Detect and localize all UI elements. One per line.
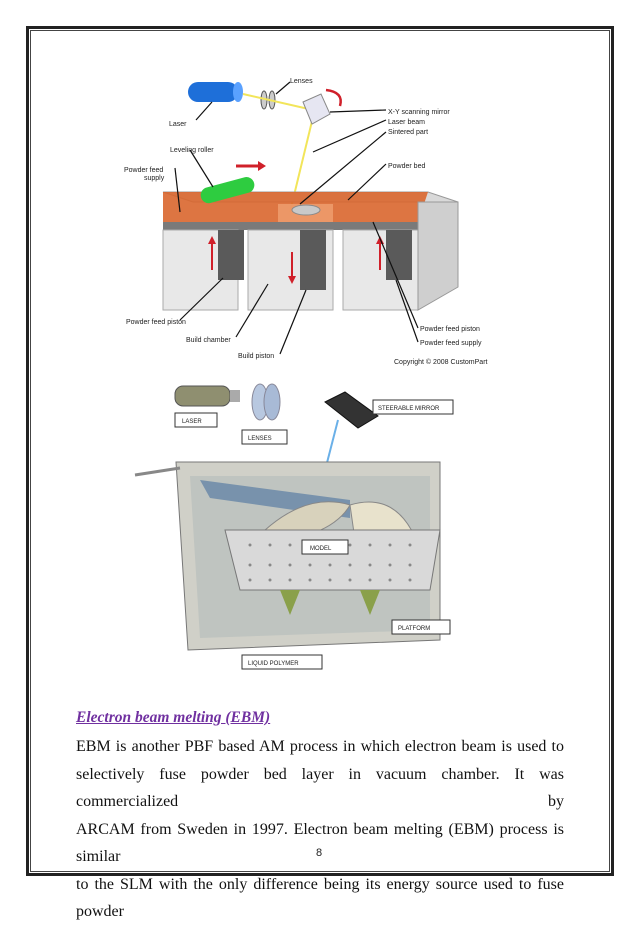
sla-diagram: LASER LENSES STEERABLE MIRROR MODEL PLAT… bbox=[130, 380, 460, 680]
label-model: MODEL bbox=[310, 546, 332, 552]
scanning-mirror-icon bbox=[302, 93, 331, 125]
page-inner-border bbox=[30, 30, 610, 872]
label-powder-feed-piston-left: Powder feed piston bbox=[126, 319, 186, 326]
label-box-platform: PLATFORM bbox=[391, 619, 451, 635]
label-powder-feed-supply-right: Powder feed supply bbox=[420, 340, 482, 347]
label-build-piston: Build piston bbox=[238, 353, 274, 360]
label-laser: Laser bbox=[169, 121, 187, 128]
label-copyright: Copyright © 2008 CustomPartNet bbox=[394, 358, 488, 366]
paragraph-line: EBM is another PBF based AM process in w… bbox=[76, 738, 564, 755]
page-number: 8 bbox=[315, 847, 323, 859]
label-box-laser: LASER bbox=[174, 412, 218, 428]
sls-diagram: Lenses Laser X-Y scanning mirror Laser b… bbox=[118, 72, 488, 372]
laser-icon bbox=[174, 385, 240, 407]
paragraph-line: selectively fuse powder bed layer in vac… bbox=[76, 765, 564, 811]
label-box-liquid-polymer: LIQUID POLYMER bbox=[241, 654, 323, 670]
label-leveling-roller: Leveling roller bbox=[170, 147, 214, 154]
label-box-model: MODEL bbox=[301, 539, 349, 555]
section-paragraph: EBM is another PBF based AM process in w… bbox=[76, 733, 564, 926]
paragraph-line: to the SLM with the only difference bein… bbox=[76, 875, 564, 921]
page-outer-border bbox=[26, 26, 614, 876]
label-liquid-polymer: LIQUID POLYMER bbox=[248, 661, 299, 667]
label-powder-feed-supply-left-2: supply bbox=[144, 175, 165, 182]
label-build-chamber: Build chamber bbox=[186, 337, 231, 344]
label-lenses: LENSES bbox=[248, 436, 272, 442]
label-powder-feed-piston-right: Powder feed piston bbox=[420, 326, 480, 333]
label-platform: PLATFORM bbox=[398, 626, 430, 632]
leveling-roller-icon bbox=[200, 177, 255, 204]
laser-icon bbox=[188, 82, 243, 102]
label-sintered-part: Sintered part bbox=[388, 129, 428, 136]
label-box-steerable-mirror: STEERABLE MIRROR bbox=[372, 399, 454, 415]
label-powder-bed: Powder bed bbox=[388, 163, 425, 170]
label-steerable-mirror: STEERABLE MIRROR bbox=[378, 406, 440, 412]
label-lenses: Lenses bbox=[290, 78, 313, 85]
label-laser-beam: Laser beam bbox=[388, 119, 425, 126]
label-xy-mirror: X-Y scanning mirror bbox=[388, 109, 450, 116]
section-heading: Electron beam melting (EBM) bbox=[76, 709, 271, 726]
label-box-lenses: LENSES bbox=[241, 429, 288, 445]
label-laser: LASER bbox=[182, 419, 202, 425]
steerable-mirror-icon bbox=[324, 391, 379, 429]
lenses-icon bbox=[251, 383, 281, 421]
paragraph-line: ARCAM from Sweden in 1997. Electron beam… bbox=[76, 820, 564, 866]
label-powder-feed-supply-left-1: Powder feed bbox=[124, 167, 163, 174]
